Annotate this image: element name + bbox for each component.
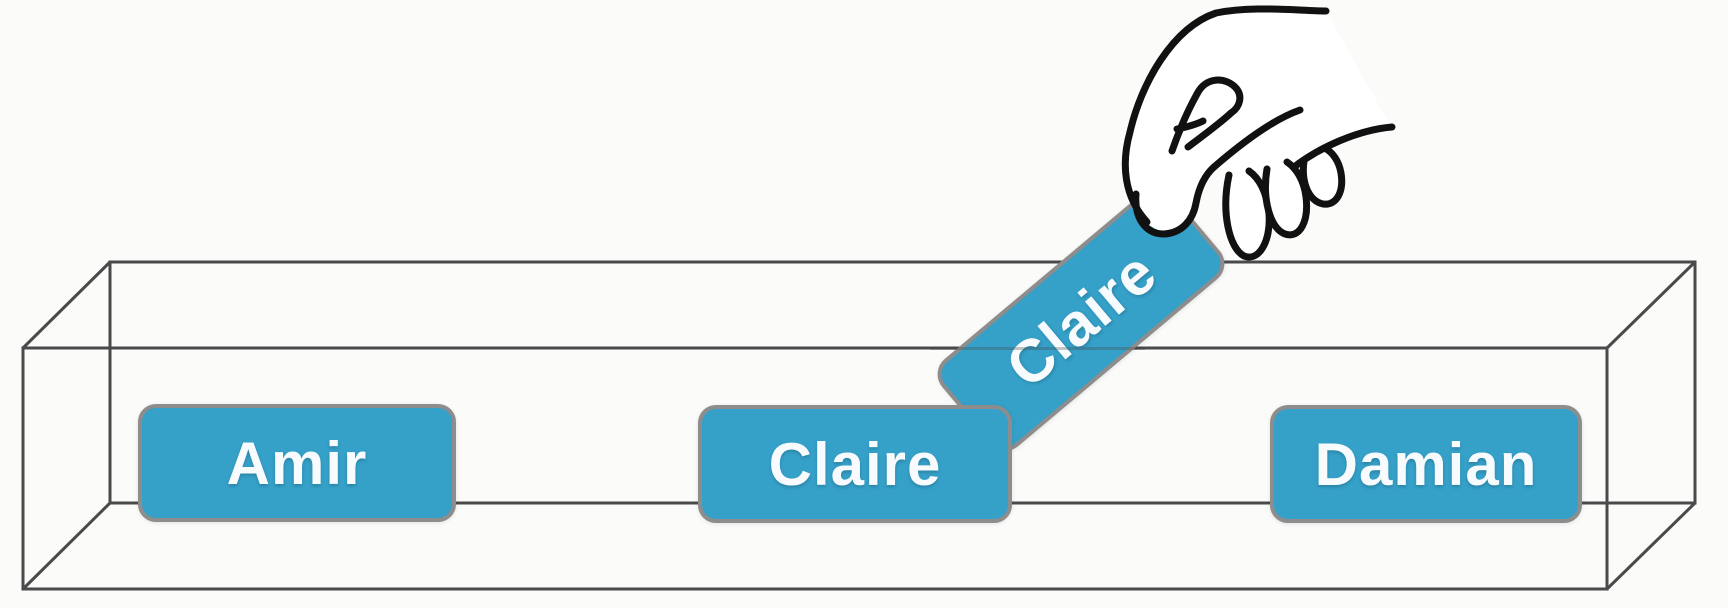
hand-finger-2 xyxy=(1262,158,1311,239)
held-tile-label: Claire xyxy=(993,237,1169,401)
hand-knuckle-stroke-2 xyxy=(1193,76,1244,117)
box-edge-bottom-right xyxy=(1605,501,1697,591)
hand-finger-3 xyxy=(1299,144,1346,208)
box-edge-top-left xyxy=(21,260,112,350)
name-tile-claire[interactable]: Claire xyxy=(698,405,1012,523)
name-tile-damian[interactable]: Damian xyxy=(1270,405,1582,523)
name-tile-amir[interactable]: Amir xyxy=(138,404,456,522)
box-edge-faint-overlay xyxy=(930,347,1145,350)
tile-label: Amir xyxy=(226,429,368,497)
box-edge-bottom-left xyxy=(21,501,112,591)
hand-finger-1 xyxy=(1222,167,1273,261)
hand-knuckle-stroke-4 xyxy=(1173,117,1207,133)
hand-knuckle-stroke-1 xyxy=(1168,90,1201,155)
hand-knuckle-stroke-3 xyxy=(1184,109,1235,151)
tile-label: Claire xyxy=(768,430,942,498)
hand-side-contour xyxy=(1290,123,1396,171)
box-edge-top-right xyxy=(1605,260,1697,350)
hand-palm-edge xyxy=(1210,106,1304,171)
tile-label: Damian xyxy=(1314,430,1538,498)
